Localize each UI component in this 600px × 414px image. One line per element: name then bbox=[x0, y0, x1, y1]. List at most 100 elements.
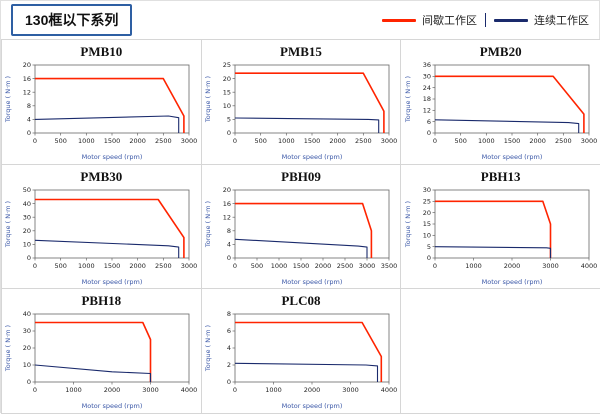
svg-text:Torque ( N·m ): Torque ( N·m ) bbox=[4, 76, 12, 123]
svg-text:2500: 2500 bbox=[555, 137, 572, 145]
chart-title: PBH13 bbox=[480, 168, 521, 184]
svg-text:Torque ( N·m ): Torque ( N·m ) bbox=[404, 201, 412, 248]
svg-text:2500: 2500 bbox=[355, 137, 372, 145]
svg-text:2000: 2000 bbox=[503, 262, 520, 270]
svg-text:12: 12 bbox=[422, 107, 430, 115]
svg-text:2500: 2500 bbox=[155, 137, 172, 145]
svg-text:Motor speed (rpm): Motor speed (rpm) bbox=[82, 278, 143, 286]
svg-text:0: 0 bbox=[427, 254, 431, 262]
svg-text:1000: 1000 bbox=[78, 262, 95, 270]
legend-item-continuous: 连续工作区 bbox=[494, 12, 589, 28]
svg-text:1500: 1500 bbox=[104, 137, 121, 145]
svg-text:Torque ( N·m ): Torque ( N·m ) bbox=[204, 76, 212, 123]
svg-text:40: 40 bbox=[23, 199, 31, 207]
svg-text:8: 8 bbox=[227, 227, 231, 235]
svg-text:Motor speed (rpm): Motor speed (rpm) bbox=[282, 278, 343, 286]
svg-text:20: 20 bbox=[223, 186, 231, 194]
svg-text:0: 0 bbox=[433, 137, 437, 145]
svg-text:Torque ( N·m ): Torque ( N·m ) bbox=[404, 76, 412, 123]
svg-text:10: 10 bbox=[422, 231, 430, 239]
svg-text:0: 0 bbox=[227, 129, 231, 137]
svg-text:4: 4 bbox=[227, 240, 231, 248]
svg-text:1000: 1000 bbox=[271, 262, 288, 270]
svg-text:Motor speed (rpm): Motor speed (rpm) bbox=[82, 153, 143, 161]
svg-text:10: 10 bbox=[23, 362, 31, 370]
empty-panel bbox=[401, 289, 600, 414]
svg-text:Motor speed (rpm): Motor speed (rpm) bbox=[82, 402, 143, 410]
page-header: 130框以下系列 间歇工作区 连续工作区 bbox=[1, 1, 599, 39]
svg-text:0: 0 bbox=[27, 129, 31, 137]
svg-text:0: 0 bbox=[433, 262, 437, 270]
svg-text:15: 15 bbox=[223, 88, 231, 96]
svg-text:1000: 1000 bbox=[66, 386, 83, 394]
svg-text:2500: 2500 bbox=[337, 262, 354, 270]
svg-text:0: 0 bbox=[27, 254, 31, 262]
svg-text:25: 25 bbox=[223, 61, 231, 69]
svg-text:1000: 1000 bbox=[278, 137, 295, 145]
legend-label-continuous: 连续工作区 bbox=[534, 15, 589, 27]
chart-title: PMB30 bbox=[80, 168, 123, 184]
svg-text:500: 500 bbox=[254, 137, 266, 145]
series-title-box: 130框以下系列 bbox=[11, 4, 133, 36]
svg-text:0: 0 bbox=[233, 262, 237, 270]
svg-text:Motor speed (rpm): Motor speed (rpm) bbox=[282, 153, 343, 161]
svg-text:15: 15 bbox=[422, 220, 430, 228]
svg-text:4000: 4000 bbox=[381, 386, 398, 394]
svg-text:5: 5 bbox=[427, 243, 431, 251]
intermittent-line-swatch bbox=[382, 18, 416, 22]
svg-text:8: 8 bbox=[27, 102, 31, 110]
svg-text:12: 12 bbox=[223, 213, 231, 221]
svg-text:2000: 2000 bbox=[104, 386, 121, 394]
svg-text:Torque ( N·m ): Torque ( N·m ) bbox=[204, 325, 212, 372]
svg-text:16: 16 bbox=[23, 75, 31, 83]
svg-text:6: 6 bbox=[227, 328, 231, 336]
svg-text:3000: 3000 bbox=[181, 137, 198, 145]
svg-text:3500: 3500 bbox=[381, 262, 398, 270]
svg-text:10: 10 bbox=[23, 240, 31, 248]
svg-text:2000: 2000 bbox=[130, 262, 147, 270]
svg-text:1500: 1500 bbox=[503, 137, 520, 145]
svg-text:50: 50 bbox=[23, 186, 31, 194]
svg-text:20: 20 bbox=[422, 209, 430, 217]
continuous-line-swatch bbox=[494, 18, 528, 22]
svg-text:10: 10 bbox=[223, 102, 231, 110]
svg-text:500: 500 bbox=[55, 262, 67, 270]
svg-text:0: 0 bbox=[27, 379, 31, 387]
svg-text:0: 0 bbox=[233, 386, 237, 394]
svg-text:3000: 3000 bbox=[143, 386, 160, 394]
svg-text:2: 2 bbox=[227, 362, 231, 370]
svg-text:30: 30 bbox=[23, 213, 31, 221]
svg-text:Torque ( N·m ): Torque ( N·m ) bbox=[4, 201, 12, 248]
svg-text:30: 30 bbox=[422, 186, 430, 194]
svg-text:1500: 1500 bbox=[104, 262, 121, 270]
chart-title: PMB20 bbox=[479, 44, 522, 59]
svg-text:Motor speed (rpm): Motor speed (rpm) bbox=[481, 278, 542, 286]
svg-text:2500: 2500 bbox=[155, 262, 172, 270]
svg-text:0: 0 bbox=[227, 379, 231, 387]
chart-title: PBH09 bbox=[281, 168, 321, 184]
series-title: 130框以下系列 bbox=[25, 12, 119, 28]
legend-item-intermittent: 间歇工作区 bbox=[382, 12, 477, 28]
svg-text:500: 500 bbox=[251, 262, 263, 270]
svg-text:2000: 2000 bbox=[304, 386, 321, 394]
svg-text:30: 30 bbox=[23, 328, 31, 336]
svg-text:8: 8 bbox=[227, 311, 231, 319]
svg-text:0: 0 bbox=[427, 129, 431, 137]
svg-text:500: 500 bbox=[454, 137, 466, 145]
svg-text:12: 12 bbox=[23, 88, 31, 96]
svg-text:1000: 1000 bbox=[265, 386, 282, 394]
svg-text:0: 0 bbox=[33, 137, 37, 145]
svg-text:0: 0 bbox=[33, 262, 37, 270]
